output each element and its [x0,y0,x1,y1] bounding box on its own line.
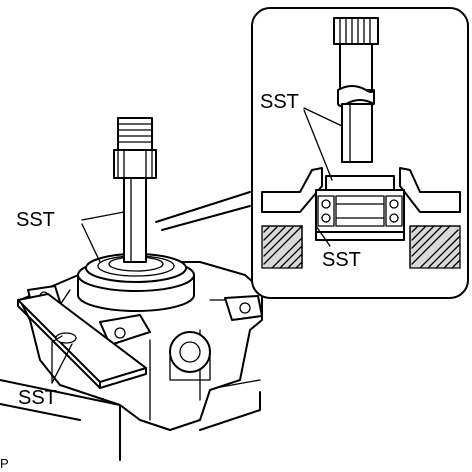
sst-fixture-plate [17,293,147,389]
label-sst-inset-receiver: SST [322,249,361,271]
main-leader-lines [51,211,125,384]
inset-leader-lines [303,107,343,247]
inset-detail-view [251,7,469,299]
inset-housing-section [261,167,461,269]
inset-bearing [315,175,405,241]
steering-knuckle-housing [19,261,263,431]
inset-sst-shaft [333,17,379,163]
corner-mark: P [0,456,9,471]
label-sst-inset-tool: SST [260,91,299,113]
label-sst-fixture: SST [18,387,57,409]
main-assembly-view [0,117,263,461]
sst-press-tool [113,117,157,263]
label-sst-main-tool: SST [16,209,55,231]
inset-callout-wedge [155,191,251,231]
